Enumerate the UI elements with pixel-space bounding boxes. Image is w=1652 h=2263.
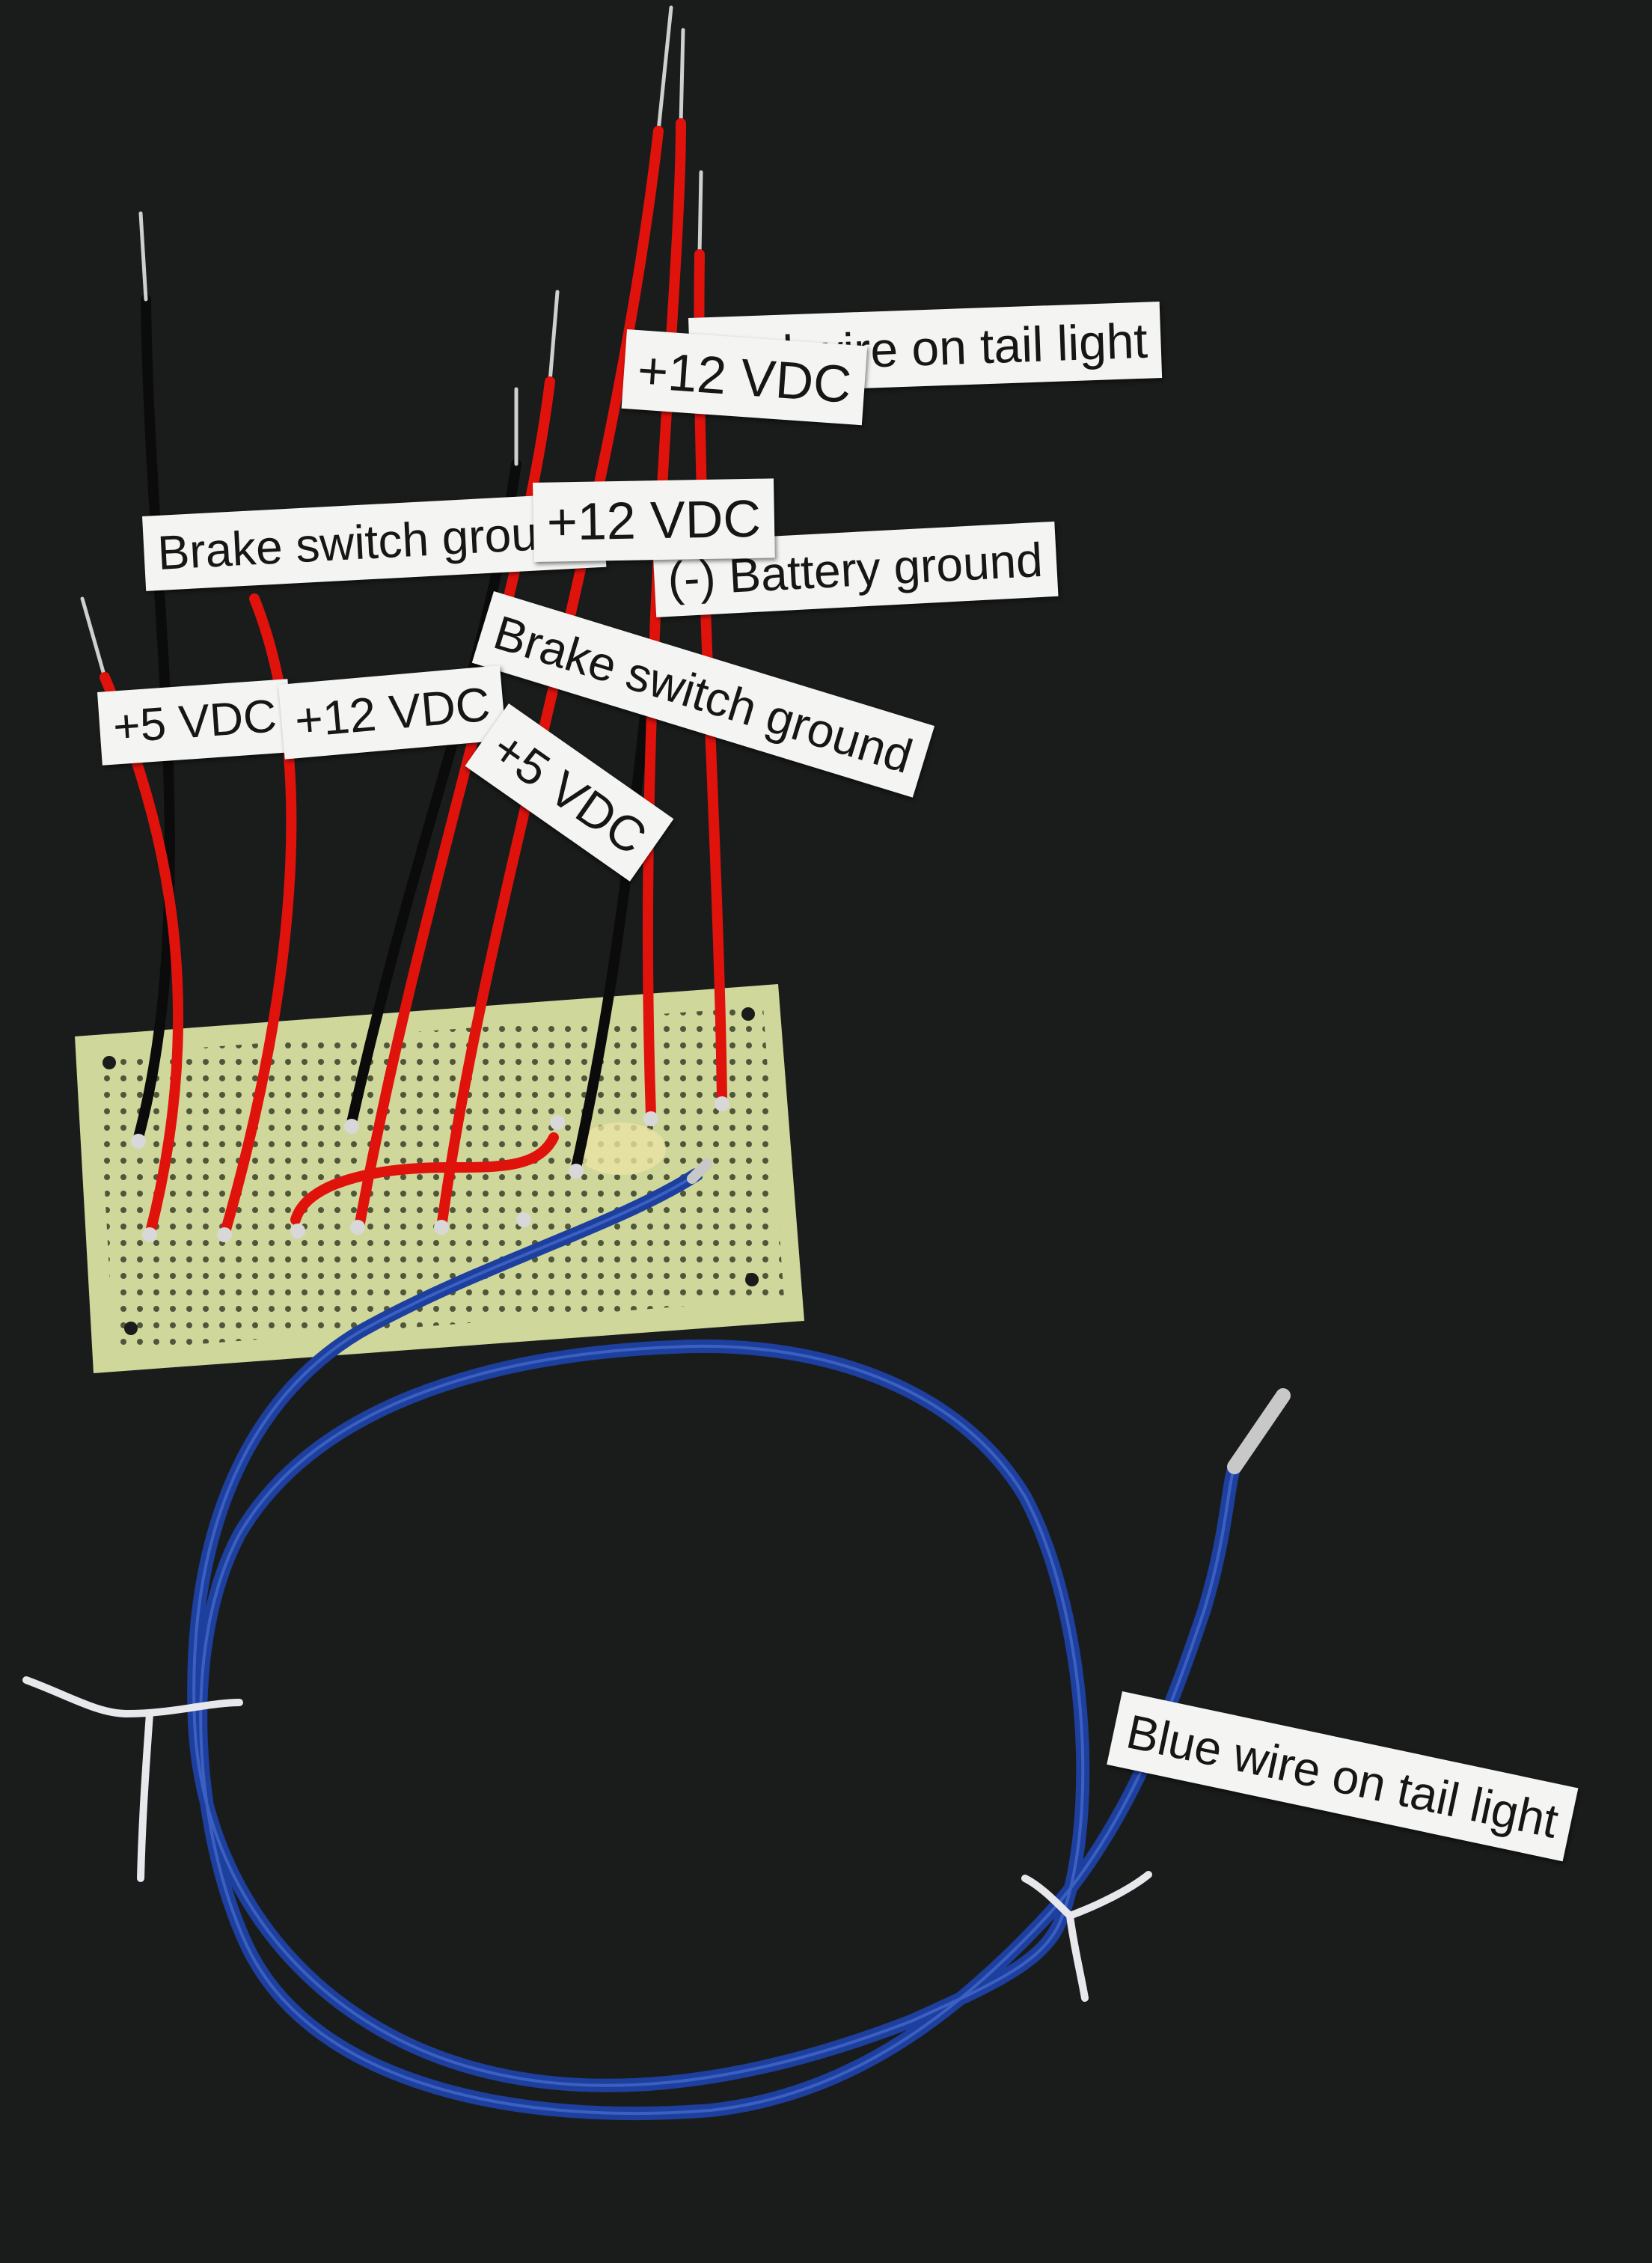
label-plus12-top: +12 VDC <box>621 329 868 426</box>
blue-wire <box>187 1168 1241 2121</box>
twist-tie-left <box>22 1676 243 1882</box>
wire-leads <box>80 5 703 679</box>
label-plus12-mid: +12 VDC <box>533 478 775 562</box>
solder-joints <box>131 1096 729 1242</box>
twist-tie-right <box>1021 1871 1152 2002</box>
blue-wire-stripped-end <box>687 1158 1291 1474</box>
label-plus5-left: +5 VDC <box>97 679 293 766</box>
